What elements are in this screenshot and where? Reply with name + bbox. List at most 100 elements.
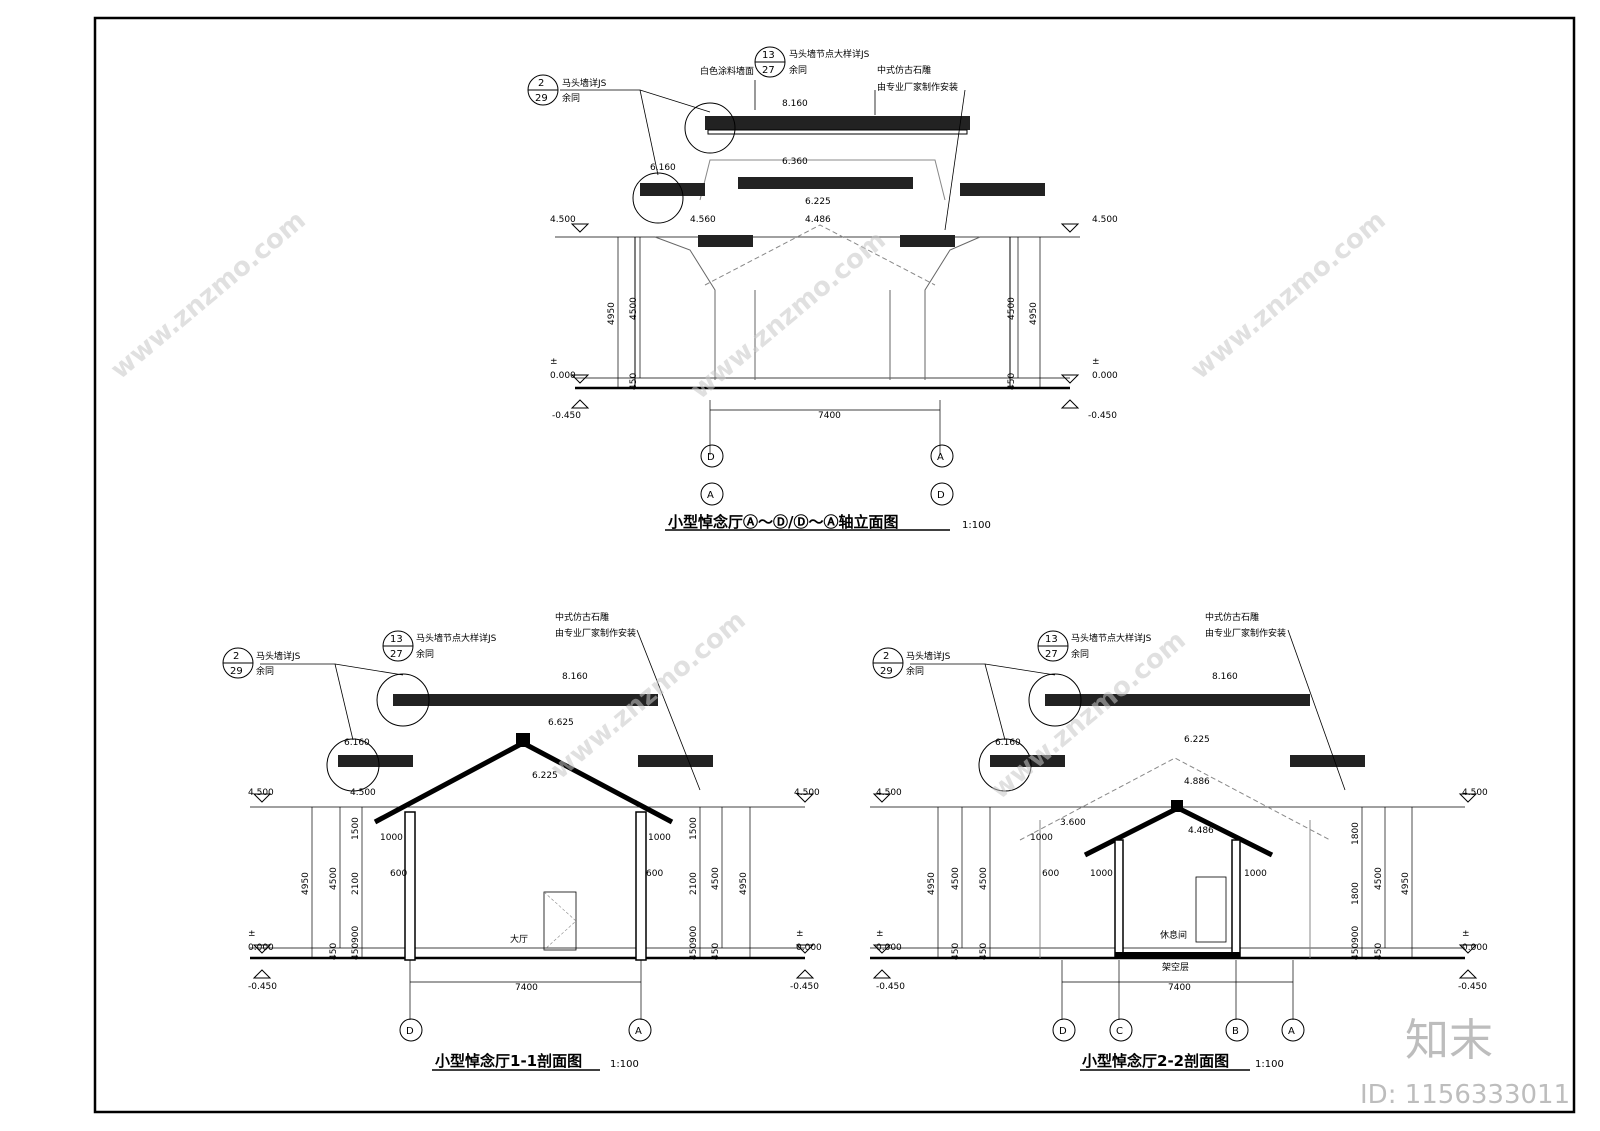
axis-label: D [937,490,945,501]
dim-label: 900 [1351,926,1361,943]
level-label: -0.450 [1088,411,1117,421]
watermark: www.znzmo.com www.znzmo.com www.znzmo.co… [105,205,1570,1110]
callout-text: 马头墙节点大样详JS [789,48,870,60]
axis-label: A [937,452,944,463]
dim-label: 2100 [351,872,361,895]
level-label: 6.160 [995,738,1021,748]
level-label: -0.450 [248,982,277,992]
callout-text: 余同 [562,92,580,104]
dim-label: 4500 [951,867,961,890]
axis-label: B [1232,1026,1239,1037]
level-label: 3.600 [1060,818,1086,828]
level-label: 8.160 [562,672,588,682]
level-label: 0.000 [1462,943,1488,953]
callout-num: 13 [1045,634,1058,645]
section-22-drawing [870,629,1478,1071]
room-label: 休息间 [1160,929,1187,941]
callout-sheet: 29 [230,666,243,677]
callout-num: 13 [762,50,775,61]
dim-label: 1000 [380,833,403,843]
level-label: 4.500 [1462,788,1488,798]
section-11-text: 2 29 马头墙详JS 余同 13 27 马头墙节点大样详JS 余同 中式仿古石… [222,611,822,1070]
callout-sheet: 27 [1045,649,1058,660]
dim-label: 450 [711,943,721,960]
level-label: -0.450 [790,982,819,992]
level-label: 0.000 [1092,371,1118,381]
note-text: 由专业厂家制作安装 [1205,627,1286,639]
watermark-logo: 知末 [1405,1015,1493,1066]
drawing-title: 小型悼念厅2-2剖面图 [1082,1052,1229,1070]
level-label: ± [1462,929,1470,939]
dim-label: 900 [351,926,361,943]
elevation-text: 2 29 马头墙详JS 余同 13 27 马头墙节点大样详JS 余同 白色涂料墙… [527,46,1118,531]
axis-label: A [707,490,714,501]
room-label: 架空层 [1162,961,1189,973]
callout-num: 2 [233,651,239,662]
level-label: 6.625 [548,718,574,728]
dim-label: 600 [646,869,663,879]
dim-label: 1000 [1030,833,1053,843]
dim-label: 4950 [927,872,937,895]
dim-label: 4500 [1374,867,1384,890]
dim-label: 450 [979,943,989,960]
dim-label: 4500 [979,867,989,890]
level-label: 8.160 [1212,672,1238,682]
dim-label: 1000 [1244,869,1267,879]
level-label: 4.500 [876,788,902,798]
dim-label: 450 [951,943,961,960]
level-label: 6.225 [805,197,831,207]
note-text: 中式仿古石雕 [1205,611,1259,623]
axis-label: A [1288,1026,1295,1037]
dim-label: 1800 [1351,882,1361,905]
note-text: 白色涂料墙面 [700,65,754,77]
drawing-title: 小型悼念厅Ⓐ～Ⓓ/Ⓓ～Ⓐ轴立面图 [668,513,898,531]
dim-label: 600 [390,869,407,879]
callout-text: 马头墙详JS [562,77,607,89]
level-label: -0.450 [552,411,581,421]
callout-sheet: 27 [390,649,403,660]
dim-label: 4500 [329,867,339,890]
level-label: 0.000 [876,943,902,953]
dim-label: 7400 [818,411,841,421]
callout-text: 马头墙详JS [906,650,951,662]
sheet-border [93,16,1576,1114]
level-label: ± [876,929,884,939]
callout-num: 2 [883,651,889,662]
callout-text: 余同 [416,648,434,660]
level-label: 4.500 [550,215,576,225]
dim-label: 450 [629,373,639,390]
callout-text: 马头墙详JS [256,650,301,662]
axis-label: D [1059,1026,1067,1037]
level-label: ± [796,929,804,939]
section-22-text: 2 29 马头墙详JS 余同 13 27 马头墙节点大样详JS 余同 中式仿古石… [872,611,1488,1070]
dim-label: 1500 [351,817,361,840]
dim-label: 4500 [711,867,721,890]
axis-label: A [635,1026,642,1037]
dim-label: 7400 [1168,983,1191,993]
callout-text: 余同 [256,665,274,677]
level-label: 6.360 [782,157,808,167]
note-text: 由专业厂家制作安装 [877,81,958,93]
dim-label: 4500 [629,297,639,320]
dim-label: 4950 [1401,872,1411,895]
dim-label: 4950 [301,872,311,895]
drawing-scale: 1:100 [610,1059,639,1070]
drawing-scale: 1:100 [962,520,991,531]
watermark-site: www.znzmo.com [105,205,311,385]
level-label: 4.500 [248,788,274,798]
dim-label: 4950 [607,302,617,325]
callout-num: 2 [538,78,544,89]
level-label: 4.500 [794,788,820,798]
dim-label: 7400 [515,983,538,993]
level-label: 0.000 [796,943,822,953]
level-label: -0.450 [1458,982,1487,992]
axis-label: C [1116,1026,1123,1037]
callout-num: 13 [390,634,403,645]
callout-text: 余同 [1071,648,1089,660]
level-label: ± [550,357,558,367]
dim-label: 450 [689,943,699,960]
callout-sheet: 29 [535,93,548,104]
dim-label: 600 [1042,869,1059,879]
dim-label: 450 [1374,943,1384,960]
